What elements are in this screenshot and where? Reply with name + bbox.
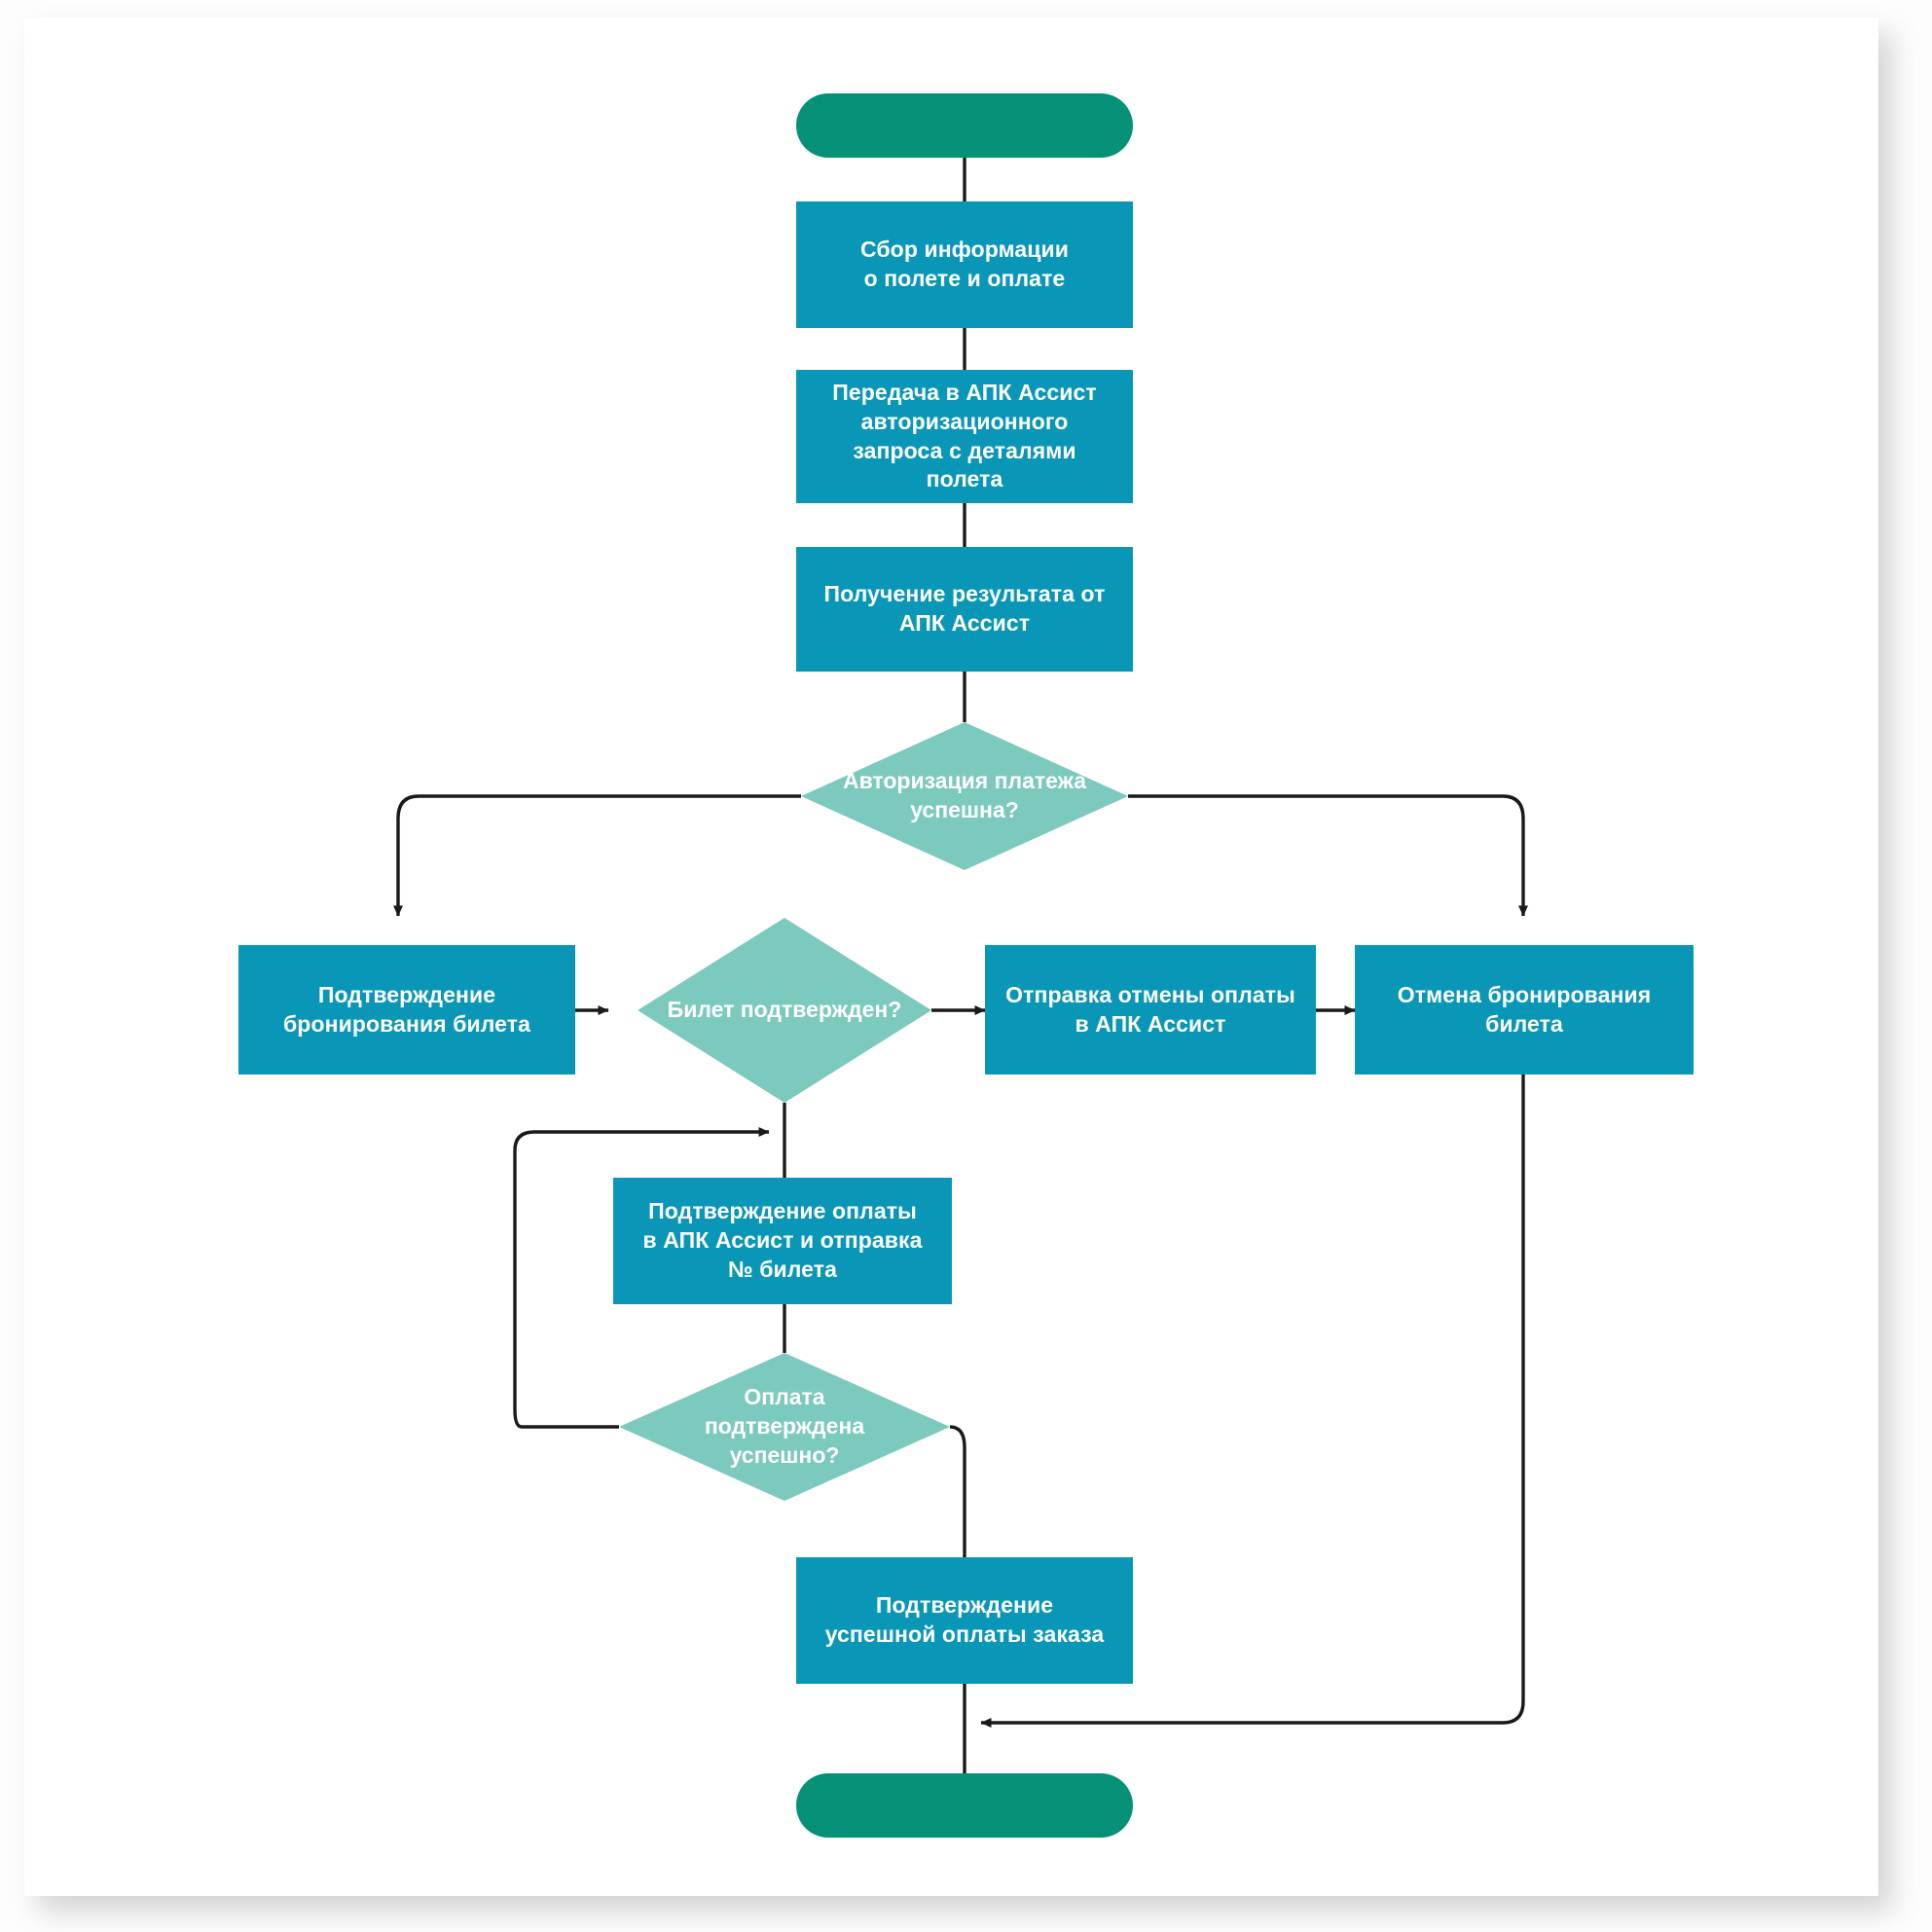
node-start[interactable] [796, 93, 1133, 158]
edge-cancelbook-end [980, 1075, 1525, 1728]
node-end[interactable] [796, 1773, 1133, 1838]
edge-authok-confirmbook [393, 794, 801, 917]
connector-lines [393, 156, 1528, 1776]
decision-shape-pay-ok [619, 1353, 950, 1501]
edge-payok-orderpaid [949, 1425, 966, 1557]
decision-shapes [619, 722, 1128, 1501]
decision-shape-auth-ok [801, 722, 1128, 870]
decision-shape-ticket-ok [638, 918, 931, 1103]
edge-payok-ticketok-loop [513, 1127, 770, 1429]
edge-authok-cancelbook [1128, 794, 1528, 917]
